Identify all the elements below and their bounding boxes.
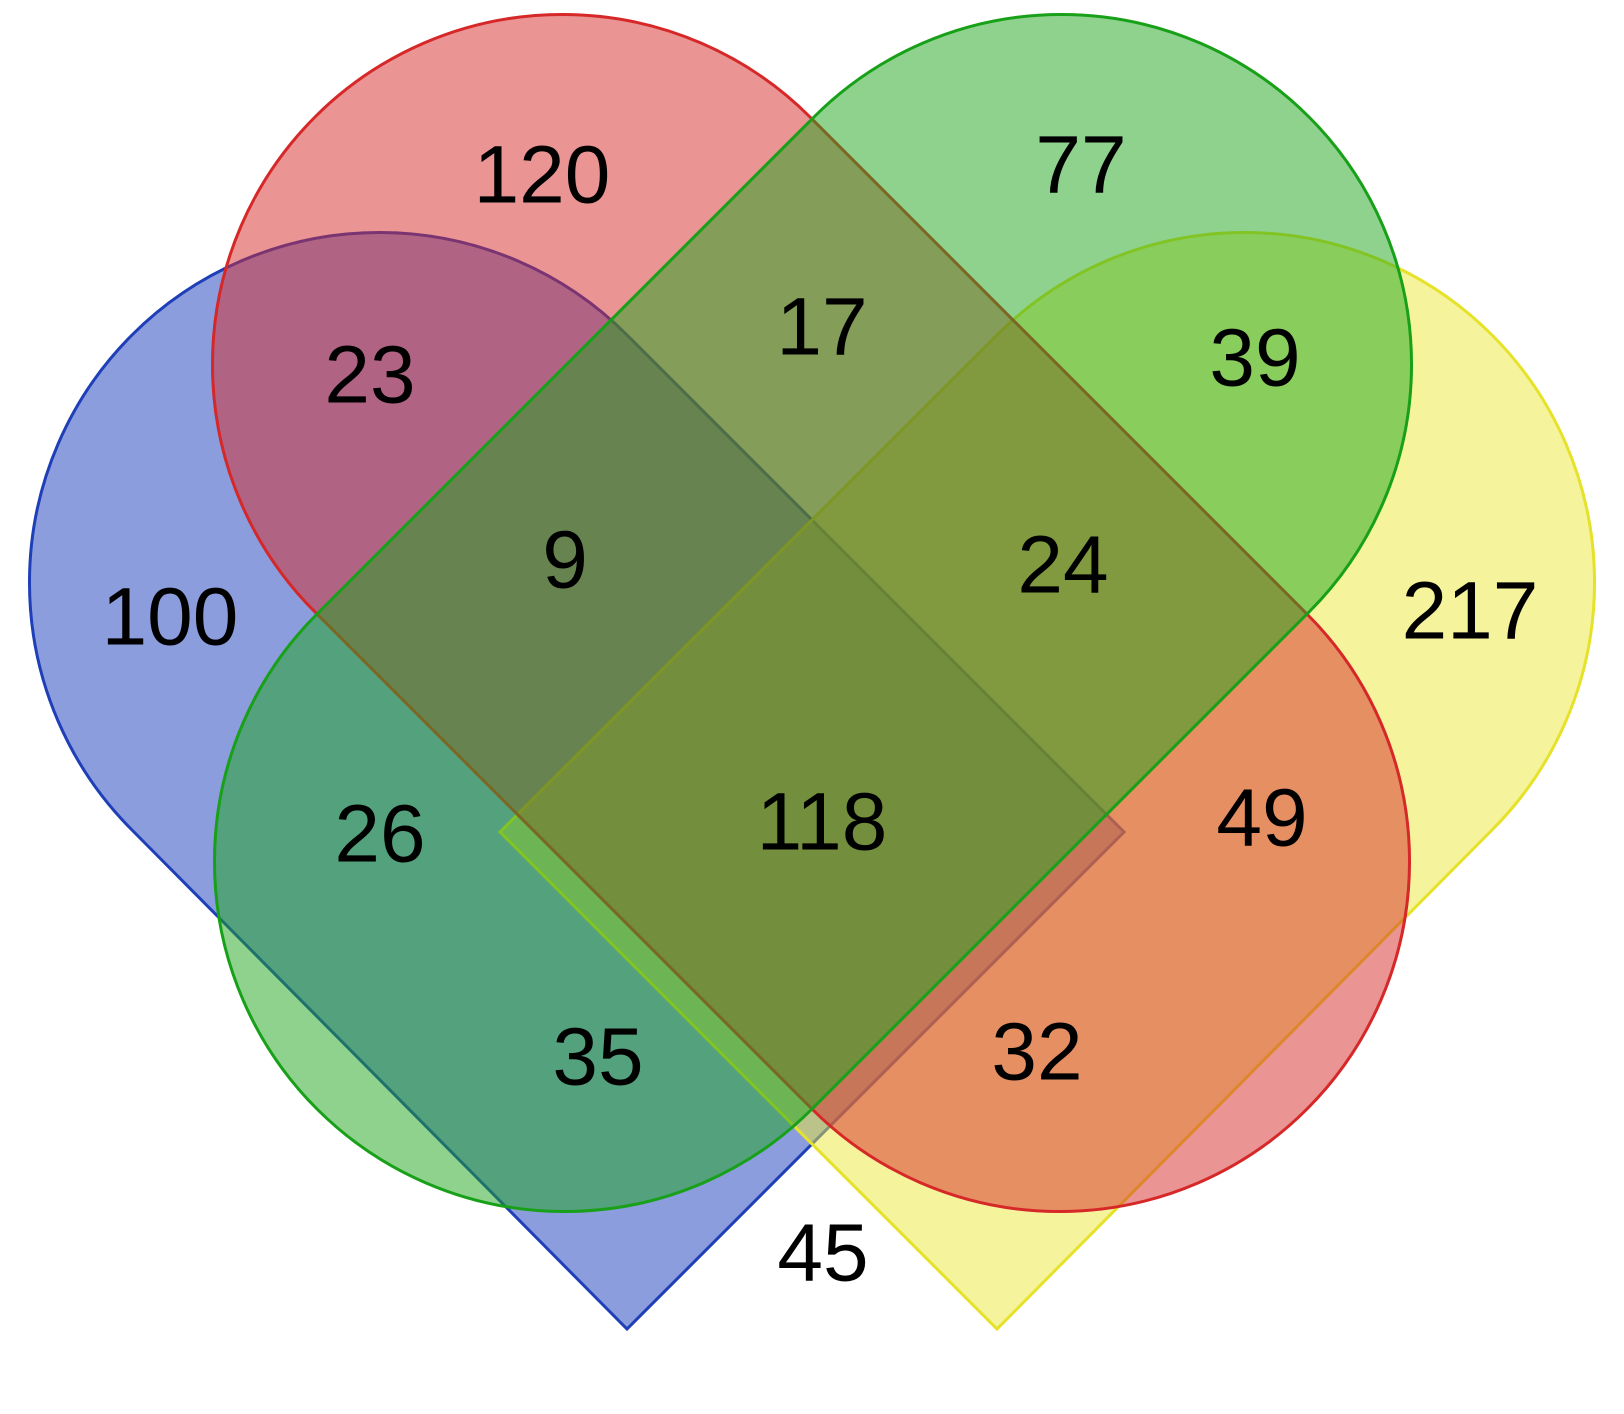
region-labels: 100 120 77 217 23 17 39 9 24 26 118 49 3… <box>102 120 1539 1299</box>
count-green-yellow: 39 <box>1209 313 1300 404</box>
count-blue-green-yellow: 35 <box>552 1012 643 1103</box>
set-green-shape <box>213 13 1413 1213</box>
count-blue-red-green: 9 <box>542 515 588 606</box>
count-blue-red-yellow: 32 <box>991 1007 1082 1098</box>
count-blue-only: 100 <box>102 572 239 663</box>
count-red-green-yellow: 24 <box>1017 520 1108 611</box>
set-shapes <box>28 13 1596 1332</box>
count-green-only: 77 <box>1035 120 1126 211</box>
count-blue-green: 26 <box>334 789 425 880</box>
count-yellow-only: 217 <box>1402 566 1539 657</box>
count-red-yellow: 49 <box>1216 773 1307 864</box>
count-red-green: 17 <box>776 282 867 373</box>
count-blue-red: 23 <box>324 330 415 421</box>
count-blue-yellow: 45 <box>777 1208 868 1299</box>
count-all-four: 118 <box>757 777 888 868</box>
count-red-only: 120 <box>474 130 611 221</box>
